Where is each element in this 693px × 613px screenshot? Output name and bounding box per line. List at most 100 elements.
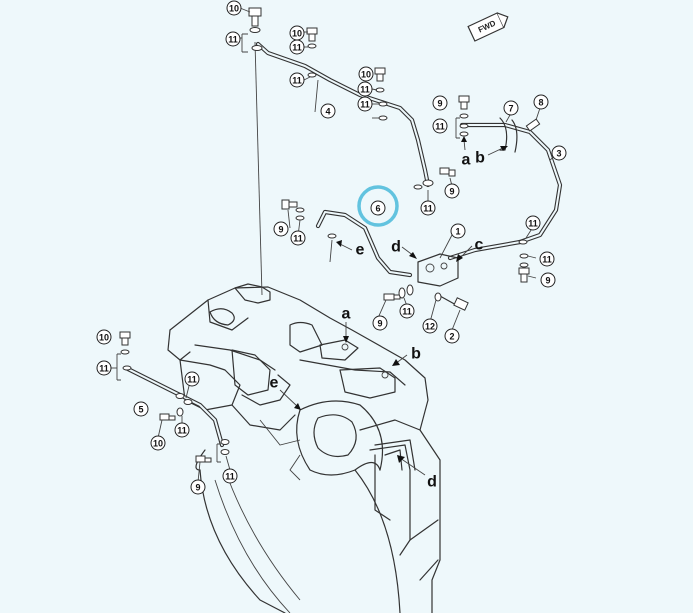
pipe-3 xyxy=(459,122,563,245)
callout-label: 11 xyxy=(528,219,538,229)
callout-1: 1 xyxy=(450,223,466,239)
callout-label: 11 xyxy=(360,85,370,95)
callout-11: 11 xyxy=(357,81,373,97)
callout-3: 3 xyxy=(551,145,567,161)
callout-11: 11 xyxy=(96,360,112,376)
callout-11: 11 xyxy=(525,215,541,231)
callout-label: 11 xyxy=(402,307,412,317)
reference-letter-b: b xyxy=(411,346,421,363)
callout-label: 7 xyxy=(508,104,513,114)
callout-circle xyxy=(357,81,373,97)
callout-circle xyxy=(96,360,112,376)
reference-letter-c: c xyxy=(475,237,484,254)
callout-label: 11 xyxy=(435,122,445,132)
callout-circle xyxy=(222,468,238,484)
callout-11: 11 xyxy=(290,230,306,246)
callout-circle xyxy=(290,230,306,246)
callout-9: 9 xyxy=(432,95,448,111)
reference-letter-a: a xyxy=(462,152,471,169)
callout-label: 10 xyxy=(361,70,371,80)
reference-letter-d: d xyxy=(427,474,437,491)
hardware xyxy=(116,7,541,463)
callout-circle xyxy=(273,221,289,237)
callout-circle xyxy=(420,200,436,216)
callout-9: 9 xyxy=(372,315,388,331)
callout-circle xyxy=(184,371,200,387)
callout-label: 11 xyxy=(423,204,433,214)
callout-circle xyxy=(289,39,305,55)
leader-line xyxy=(254,41,263,296)
callout-label: 2 xyxy=(449,332,454,342)
callout-11: 11 xyxy=(289,39,305,55)
callout-circle xyxy=(96,329,112,345)
callout-circle xyxy=(358,66,374,82)
callout-2: 2 xyxy=(444,328,460,344)
callout-label: 11 xyxy=(177,426,187,436)
callout-label: 4 xyxy=(325,107,330,117)
callout-label: 9 xyxy=(377,319,382,329)
callout-circle xyxy=(432,118,448,134)
callout-11: 11 xyxy=(222,468,238,484)
callout-10: 10 xyxy=(150,435,166,451)
callout-11: 11 xyxy=(420,200,436,216)
selection-highlight xyxy=(357,185,399,227)
forward-direction-badge: FWD xyxy=(467,12,509,42)
callout-9: 9 xyxy=(444,183,460,199)
callout-label: 9 xyxy=(449,187,454,197)
callout-circle xyxy=(225,31,241,47)
reference-letter-b: b xyxy=(475,150,485,167)
callout-circle xyxy=(525,215,541,231)
callout-circle xyxy=(226,0,242,16)
callout-circle xyxy=(150,435,166,451)
callout-label: 11 xyxy=(360,100,370,110)
callout-circle xyxy=(444,328,460,344)
callout-circle xyxy=(539,251,555,267)
callout-11: 11 xyxy=(184,371,200,387)
callout-9: 9 xyxy=(540,272,556,288)
callout-circle xyxy=(422,318,438,334)
callout-label: 9 xyxy=(195,483,200,493)
callout-label: 12 xyxy=(425,322,435,332)
reference-letter-e: e xyxy=(270,375,279,392)
callout-10: 10 xyxy=(96,329,112,345)
callout-7: 7 xyxy=(503,100,519,116)
callout-circle xyxy=(399,303,415,319)
callout-label: 11 xyxy=(99,364,109,374)
callout-label: 11 xyxy=(292,76,302,86)
callout-10: 10 xyxy=(358,66,374,82)
callout-label: 6 xyxy=(375,204,380,214)
callout-label: 11 xyxy=(542,255,552,265)
callout-11: 11 xyxy=(432,118,448,134)
callout-10: 10 xyxy=(289,25,305,41)
callout-11: 11 xyxy=(357,96,373,112)
callout-circle xyxy=(540,272,556,288)
callout-label: 11 xyxy=(225,472,235,482)
callout-10: 10 xyxy=(226,0,242,16)
callout-11: 11 xyxy=(289,72,305,88)
callout-11: 11 xyxy=(225,31,241,47)
callout-circle xyxy=(551,145,567,161)
callout-label: 10 xyxy=(153,439,163,449)
engine-housing xyxy=(167,283,441,613)
callout-label: 11 xyxy=(187,375,197,385)
callout-circle xyxy=(133,401,149,417)
callout-circle xyxy=(289,72,305,88)
callout-circle xyxy=(450,223,466,239)
callout-label: 9 xyxy=(278,225,283,235)
pipe-4 xyxy=(255,41,431,188)
callout-circle xyxy=(432,95,448,111)
callout-label: 1 xyxy=(455,227,460,237)
bolt-10-top xyxy=(248,7,262,17)
callout-label: 9 xyxy=(545,276,550,286)
callout-circle xyxy=(370,200,386,216)
callout-label: 9 xyxy=(437,99,442,109)
callout-5: 5 xyxy=(133,401,149,417)
callout-circle xyxy=(174,422,190,438)
callout-6: 6 xyxy=(370,200,386,216)
callout-9: 9 xyxy=(273,221,289,237)
callout-circle xyxy=(533,94,549,110)
callout-11: 11 xyxy=(539,251,555,267)
callout-label: 3 xyxy=(556,149,561,159)
